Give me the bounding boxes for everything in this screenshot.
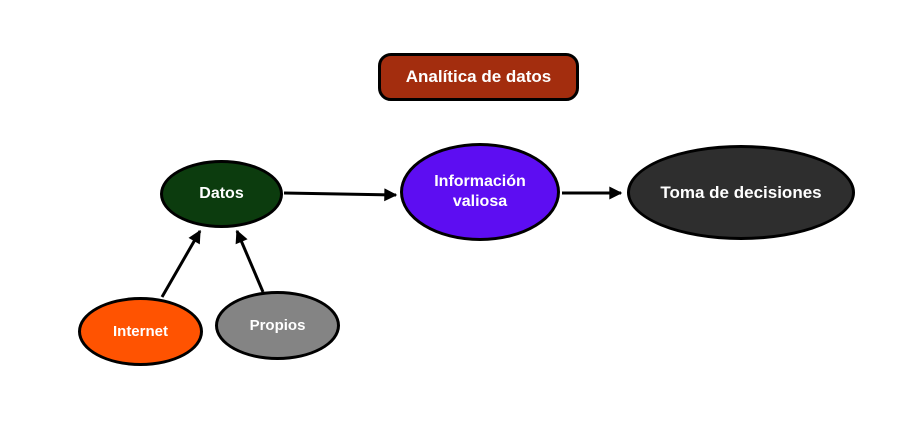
arrow-propios-to-datos bbox=[235, 229, 265, 293]
node-propios: Propios bbox=[215, 291, 340, 360]
arrow-datos-to-informacion bbox=[283, 188, 398, 202]
node-internet-label: Internet bbox=[112, 323, 168, 340]
diagram-title-label: Analítica de datos bbox=[405, 67, 552, 86]
node-toma-de-decisiones-label: Toma de decisiones bbox=[660, 182, 822, 202]
arrow-internet-to-datos bbox=[160, 229, 202, 298]
node-datos: Datos bbox=[160, 160, 283, 228]
node-informacion-valiosa: Información valiosa bbox=[400, 143, 560, 241]
node-informacion-valiosa-label-line2: valiosa bbox=[452, 193, 508, 210]
node-internet: Internet bbox=[78, 297, 203, 366]
node-datos-label: Datos bbox=[199, 185, 244, 202]
node-propios-label: Propios bbox=[249, 317, 306, 334]
node-toma-de-decisiones: Toma de decisiones bbox=[627, 145, 855, 240]
node-informacion-valiosa-label-line1: Información bbox=[434, 173, 526, 190]
diagram-title: Analítica de datos bbox=[378, 53, 579, 101]
